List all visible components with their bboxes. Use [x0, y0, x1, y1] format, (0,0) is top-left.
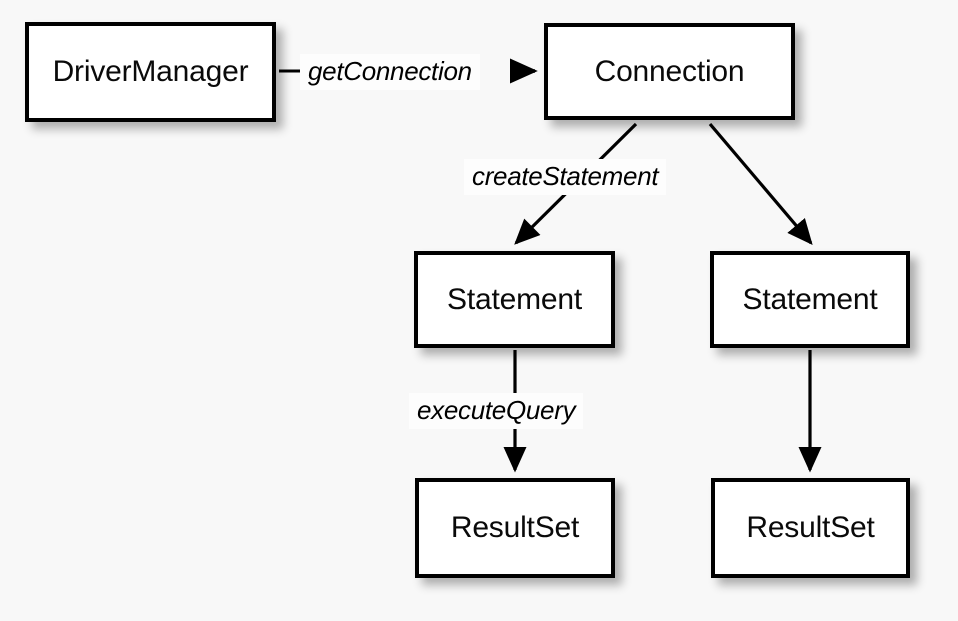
- edge-label-create-statement: createStatement: [464, 159, 667, 195]
- node-resultset-left[interactable]: ResultSet: [415, 478, 615, 578]
- node-connection[interactable]: Connection: [544, 23, 795, 120]
- node-driver-manager[interactable]: DriverManager: [25, 22, 276, 122]
- edge-label-execute-query: executeQuery: [409, 393, 584, 429]
- node-resultset-right[interactable]: ResultSet: [711, 478, 910, 578]
- node-label-driver-manager: DriverManager: [52, 55, 249, 88]
- node-label-statement-left: Statement: [447, 282, 582, 316]
- edge-label-get-connection: getConnection: [300, 54, 480, 90]
- node-label-statement-right: Statement: [742, 282, 878, 316]
- node-label-resultset-left: ResultSet: [450, 511, 580, 544]
- node-statement-right[interactable]: Statement: [710, 251, 910, 348]
- node-statement-left[interactable]: Statement: [414, 251, 615, 348]
- arrow-create-statement-right: [708, 122, 813, 245]
- node-label-resultset-right: ResultSet: [746, 511, 875, 544]
- node-label-connection: Connection: [594, 54, 745, 88]
